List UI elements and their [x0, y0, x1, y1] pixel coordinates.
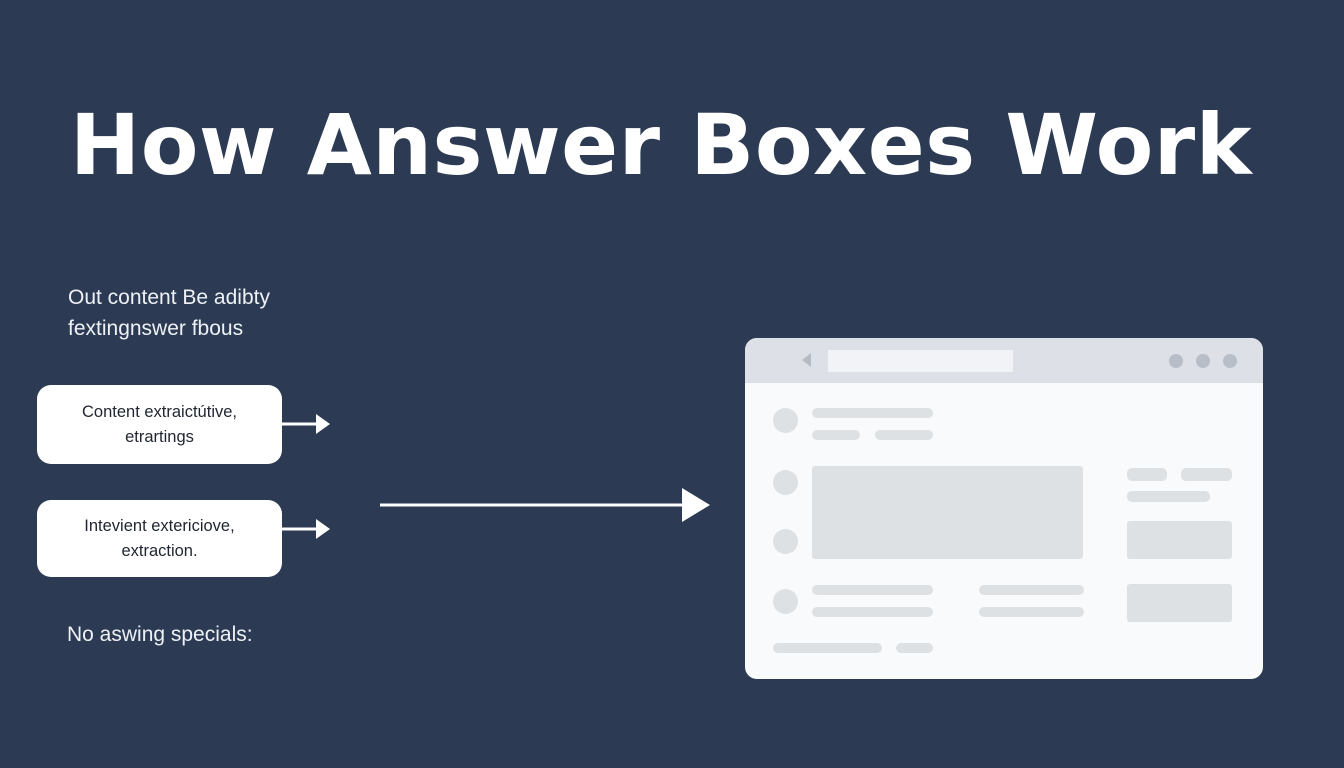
- browser-toolbar: [745, 338, 1263, 383]
- text-placeholder: [773, 643, 882, 653]
- footer-note: No aswing specials:: [67, 623, 253, 646]
- sidebar-card-placeholder: [1127, 584, 1232, 622]
- text-placeholder: [1181, 468, 1232, 481]
- text-placeholder: [812, 585, 933, 595]
- back-arrow-icon: [802, 353, 811, 367]
- avatar-placeholder: [773, 470, 798, 495]
- step-1-line-1: Content extraictútive,: [82, 402, 237, 421]
- text-placeholder: [979, 585, 1084, 595]
- arrow-right-icon: [282, 519, 330, 539]
- text-placeholder: [979, 607, 1084, 617]
- step-card-1: Content extraictútive, etrartings: [37, 385, 282, 464]
- text-placeholder: [812, 408, 933, 418]
- intro-line-2: fextingnswer fbous: [68, 317, 244, 340]
- page-title: How Answer Boxes Work: [69, 96, 1253, 194]
- step-card-2: Intevient extericiove, extraction.: [37, 500, 282, 577]
- intro-line-1: Out content Be adibty: [68, 286, 270, 309]
- window-dot-icon: [1196, 354, 1210, 368]
- avatar-placeholder: [773, 529, 798, 554]
- step-1-line-2: etrartings: [125, 427, 194, 446]
- featured-snippet-placeholder: [812, 466, 1083, 559]
- avatar-placeholder: [773, 408, 798, 433]
- text-placeholder: [1127, 468, 1167, 481]
- arrow-right-icon: [282, 414, 330, 434]
- long-arrow-right-icon: [380, 488, 710, 522]
- text-placeholder: [812, 607, 933, 617]
- window-dot-icon: [1169, 354, 1183, 368]
- step-2-line-2: extraction.: [121, 541, 198, 560]
- text-placeholder: [896, 643, 933, 653]
- avatar-placeholder: [773, 589, 798, 614]
- text-placeholder: [875, 430, 933, 440]
- text-placeholder: [812, 430, 860, 440]
- browser-mockup: [745, 338, 1263, 679]
- window-dot-icon: [1223, 354, 1237, 368]
- step-2-line-1: Intevient extericiove,: [84, 516, 235, 535]
- text-placeholder: [1127, 491, 1210, 502]
- intro-text: Out content Be adibty fextingnswer fbous: [68, 282, 270, 344]
- address-bar: [828, 350, 1013, 372]
- sidebar-card-placeholder: [1127, 521, 1232, 559]
